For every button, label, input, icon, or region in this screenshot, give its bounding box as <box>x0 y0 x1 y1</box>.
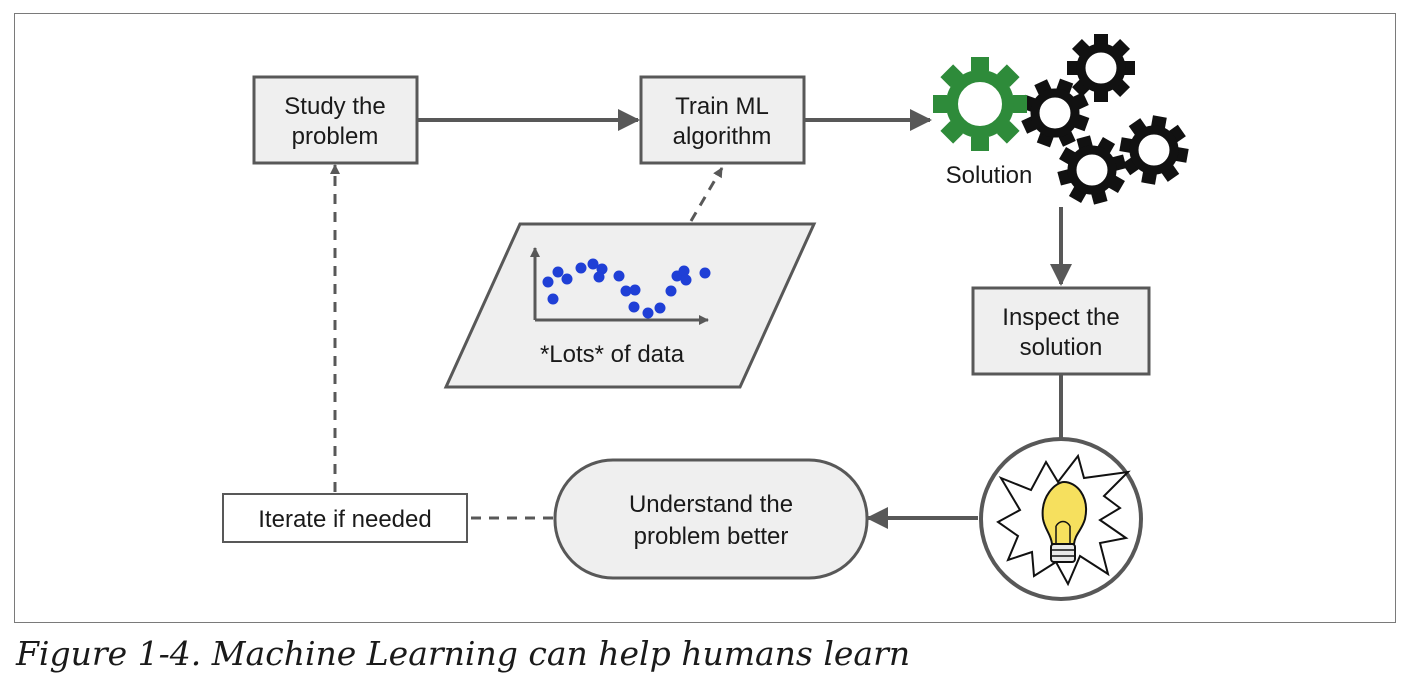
study-line-2: problem <box>292 123 379 150</box>
data-label: *Lots* of data <box>540 341 685 368</box>
data-node: *Lots* of data <box>443 222 817 389</box>
train-ml-node: Train ML algorithm <box>639 75 806 165</box>
solution-label: Solution <box>946 162 1033 189</box>
inspect-line-1: Inspect the <box>1002 304 1119 331</box>
gear-green <box>933 57 1027 151</box>
study-problem-node: Study the problem <box>252 75 419 165</box>
scatter-plot-icon <box>530 247 711 325</box>
gear-black-middle <box>1020 78 1090 148</box>
train-line-1: Train ML <box>675 93 769 120</box>
train-line-2: algorithm <box>673 123 772 150</box>
iterate-node: Iterate if needed <box>222 493 468 543</box>
lightbulb-icon <box>979 437 1143 601</box>
inspect-solution-node: Inspect the solution <box>971 286 1151 376</box>
inspect-line-2: solution <box>1020 334 1103 361</box>
gear-black-top <box>1067 34 1135 102</box>
understand-node: Understand the problem better <box>553 458 869 580</box>
dashed-data-to-train <box>689 167 724 222</box>
study-line-1: Study the <box>284 93 385 120</box>
gears-icon: Solution <box>933 34 1189 205</box>
gear-black-right <box>1119 115 1189 185</box>
iterate-label: Iterate if needed <box>258 506 431 533</box>
gear-black-bottom <box>1057 135 1127 205</box>
understand-line-2: problem better <box>634 523 789 550</box>
figure-caption: Figure 1-4. Machine Learning can help hu… <box>16 634 911 673</box>
understand-line-1: Understand the <box>629 491 793 518</box>
